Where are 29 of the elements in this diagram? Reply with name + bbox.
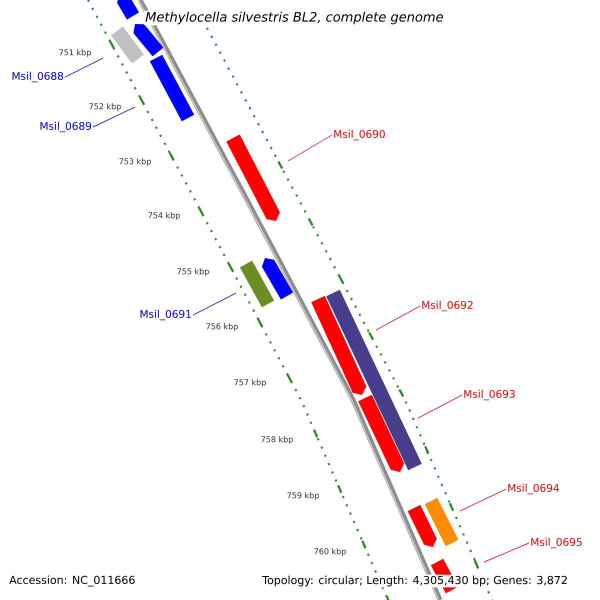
leader-line (192, 292, 236, 316)
scale-label: 754 kbp (148, 212, 180, 220)
gene-label: Msil_0689 (40, 122, 92, 132)
gene-label: Msil_0692 (422, 300, 472, 312)
gene-label: Msil_0690 (334, 130, 385, 140)
gene-label: Msil_0695 (531, 538, 582, 548)
scale-label: 751 kbp (59, 49, 91, 57)
scale-label: 758 kbp (261, 436, 293, 444)
info-text: Accession: NC_011666 (8, 574, 136, 588)
leader-line (92, 106, 136, 128)
gene-label: Msil_0694 (508, 484, 559, 494)
leader-line (418, 394, 462, 418)
leader-line (64, 58, 104, 78)
gene-label: Msil_0693 (464, 390, 515, 400)
scale-label: 752 kbp (89, 103, 121, 111)
leader-line (484, 542, 530, 562)
gene-label: Msil_0691 (140, 310, 191, 320)
scale-label: 755 kbp (177, 268, 209, 276)
info-text: Topology: circular; Length: 4,305,430 bp; Genes: 3,872 (261, 574, 569, 588)
scale-label: 753 kbp (119, 158, 151, 166)
scale-label: 760 kbp (314, 548, 346, 556)
scale-label: 759 kbp (287, 492, 319, 500)
leader-line (288, 134, 332, 162)
gene-label: Msil_0688 (12, 72, 64, 82)
title: Methylocella silvestris BL2, complete genome (144, 10, 445, 26)
scale-label: 756 kbp (206, 323, 238, 331)
leader-line (376, 306, 420, 330)
leader-line (460, 488, 506, 512)
scale-label: 757 kbp (234, 379, 266, 387)
